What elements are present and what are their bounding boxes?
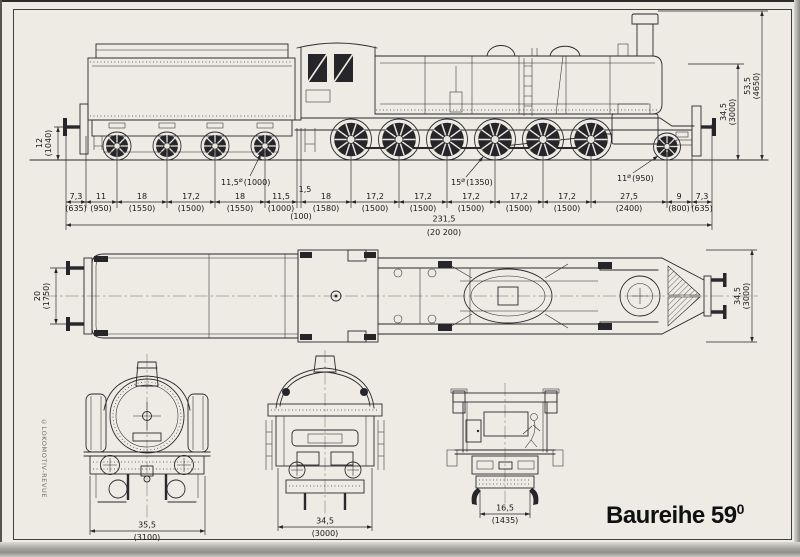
dim-label: (1040) [44, 130, 53, 157]
title-text: Baureihe 59 [606, 502, 737, 529]
wheel-diameter-callout: 11⌀(950) [617, 172, 654, 183]
dim-label: (1000) [268, 204, 295, 213]
dim-label: (1500) [458, 204, 485, 213]
chimney-plan [619, 275, 661, 317]
boiler-height-dim: 34,5(3000) [719, 99, 737, 126]
dim-label: (3000) [312, 529, 339, 538]
scan-edge-top [0, 0, 800, 2]
tender-section-view [446, 383, 564, 508]
dim-label: 34,5 [719, 103, 728, 121]
plan-dimensions: 20(1750) 34,5(3000) [33, 249, 757, 343]
dim-label: 17,2 [462, 192, 480, 201]
dim-label: (1750) [42, 283, 51, 310]
title-superscript: 0 [736, 501, 745, 517]
dim-label: (1500) [554, 204, 581, 213]
dim-label: (1500) [506, 204, 533, 213]
callout-leader [465, 156, 484, 178]
dim-label: (1550) [227, 204, 254, 213]
dim-label: (635) [65, 204, 87, 213]
dim-label: (3000) [728, 99, 737, 126]
cylinder [611, 113, 659, 145]
dim-label: 7,3 [70, 192, 83, 201]
dim-label: 34,5 [316, 517, 334, 526]
callout-leader [632, 155, 659, 174]
dim-label: 17,2 [414, 192, 432, 201]
scan-edge-left [0, 0, 2, 557]
end-view-dimensions: 35,5 (3100) 34,5 (3000) 16,5 (1435) [89, 468, 531, 542]
dim-label: (1550) [129, 204, 156, 213]
dim-label: 1,5 [299, 185, 312, 194]
chimney [631, 13, 659, 57]
dim-label: 18 [137, 192, 147, 201]
dim-label: 35,5 [138, 521, 156, 530]
dim-label: 16,5 [496, 504, 514, 513]
diameter-symbol: ⌀ [627, 172, 631, 180]
drawing-border-frame [13, 9, 792, 540]
dim-label: 11,5 [221, 178, 239, 187]
dim-label: 18 [235, 192, 245, 201]
buffer-spacing-dim: 20(1750) [33, 283, 51, 310]
dim-label: (3000) [742, 283, 751, 310]
boiler [374, 55, 663, 115]
total-height-dim: 53,5(4650) [743, 73, 761, 100]
fireman-figure [522, 413, 541, 449]
locomotive-side [294, 13, 716, 161]
dim-label: 9 [676, 192, 681, 201]
side-dimensions: 7,3 (635) 11 (950) 18 (1550) 17,2 (1500) 18 (… [35, 10, 768, 237]
dim-label: 17,2 [366, 192, 384, 201]
dim-label: 27,5 [620, 192, 638, 201]
side-elevation [29, 13, 769, 161]
diameter-symbol: ⌀ [239, 176, 243, 184]
dim-label: 11,5 [272, 192, 290, 201]
dim-label: (800) [668, 204, 690, 213]
scan-edge-bottom [0, 542, 800, 557]
drawing-title: Baureihe 590 [606, 501, 744, 530]
dim-label: (1580) [313, 204, 340, 213]
firebox-oval [463, 268, 553, 324]
dim-label: 7,3 [696, 192, 709, 201]
callout-leader [249, 153, 262, 177]
dim-label: (1500) [410, 204, 437, 213]
buffer-height-dim: 12(1040) [35, 130, 53, 157]
dim-label: (1435) [492, 516, 519, 525]
plan-width-dim: 34,5(3000) [733, 283, 751, 310]
dim-label: 20 [33, 291, 42, 301]
dim-label: 17,2 [182, 192, 200, 201]
dim-label: (1000) [244, 178, 271, 187]
sand-dome [549, 45, 581, 57]
diameter-symbol: ⌀ [461, 176, 465, 184]
total-length-label: (20 200) [427, 228, 461, 237]
dim-label: 12 [35, 138, 44, 148]
dim-label: (3100) [134, 533, 161, 542]
dim-label: (950) [632, 174, 654, 183]
dim-label: (950) [90, 204, 112, 213]
dim-label: 18 [321, 192, 331, 201]
dim-label: 15 [451, 178, 461, 187]
copyright-credit: ©LOKOMOTIV-REVUE [40, 418, 48, 499]
dim-label: (635) [691, 204, 713, 213]
wheel-diameter-callout: 11,5⌀(1000) [221, 176, 270, 187]
dim-label: 17,2 [558, 192, 576, 201]
dim-label: (1500) [362, 204, 389, 213]
dim-label: (1500) [178, 204, 205, 213]
dim-label: (1350) [466, 178, 493, 187]
dim-label: 17,2 [510, 192, 528, 201]
dim-label: (100) [290, 212, 312, 221]
steam-dome [486, 45, 516, 57]
dim-label: (4650) [752, 73, 761, 100]
wheel-diameter-callout: 15⌀(1350) [451, 176, 493, 187]
scan-edge-right [794, 0, 800, 557]
plan-view [44, 249, 758, 343]
dim-label: 11 [96, 192, 106, 201]
dim-label: 53,5 [743, 77, 752, 95]
tender-rear-view [265, 350, 385, 518]
dim-label: 11 [617, 174, 627, 183]
dim-label: (2400) [616, 204, 643, 213]
tender-side [63, 43, 296, 161]
cab-plan [297, 249, 379, 343]
loco-front-view [83, 354, 211, 522]
total-length-label: 231,5 [433, 215, 456, 224]
dim-label: 34,5 [733, 287, 742, 305]
